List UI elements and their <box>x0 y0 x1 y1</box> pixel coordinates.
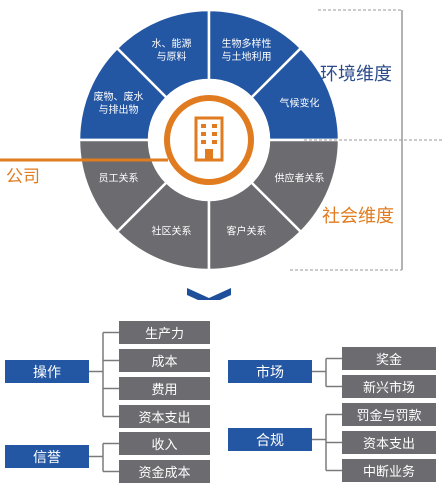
segment-label-line: 废物、废水 <box>93 90 143 103</box>
group-item: 成本 <box>119 349 210 372</box>
group-item: 费用 <box>119 377 210 400</box>
segment-label-line: 气候变化 <box>280 96 320 109</box>
segment-label-line: 员工关系 <box>98 172 138 185</box>
group-item: 资本支出 <box>119 405 210 428</box>
group-label: 合规 <box>228 428 312 451</box>
group-label: 操作 <box>5 360 89 383</box>
social-segment-label: 社区关系 <box>151 225 191 238</box>
segment-label-line: 客户关系 <box>227 225 267 238</box>
group-item: 中断业务 <box>342 459 436 482</box>
social-segment-label: 员工关系 <box>98 172 138 185</box>
company-label: 公司 <box>6 167 40 187</box>
chevron-down-icon <box>187 288 231 300</box>
environment-segment-label: 气候变化 <box>280 96 320 109</box>
group-item: 资金成本 <box>119 460 210 483</box>
segment-label-line: 供应者关系 <box>275 172 325 185</box>
environment-segment-label: 水、能源与原料 <box>151 37 191 63</box>
segment-label-line: 社区关系 <box>151 225 191 238</box>
segment-label-line: 与原料 <box>156 50 186 63</box>
environment-segment-label: 废物、废水与排出物 <box>93 90 143 116</box>
company-ring <box>164 95 254 185</box>
group-item: 罚金与罚款 <box>342 403 436 426</box>
group-item: 生产力 <box>119 321 210 344</box>
social-segment-label: 客户关系 <box>227 225 267 238</box>
group-item: 新兴市场 <box>342 375 436 398</box>
segment-label-line: 与排出物 <box>98 103 138 116</box>
segment-label-line: 与土地利用 <box>222 50 272 63</box>
segment-label-line: 水、能源 <box>151 37 191 50</box>
group-item: 奖金 <box>342 347 436 370</box>
segment-label-line: 生物多样性 <box>222 37 272 50</box>
social-dimension-label: 社会维度 <box>322 206 394 227</box>
group-label: 信誉 <box>5 445 89 468</box>
environment-dimension-label: 环境维度 <box>320 64 392 85</box>
environment-segment-label: 生物多样性与土地利用 <box>222 37 272 63</box>
group-item: 资本支出 <box>342 431 436 454</box>
group-label: 市场 <box>228 360 312 383</box>
building-icon <box>194 116 224 162</box>
social-segment-label: 供应者关系 <box>275 172 325 185</box>
group-item: 收入 <box>119 432 210 455</box>
